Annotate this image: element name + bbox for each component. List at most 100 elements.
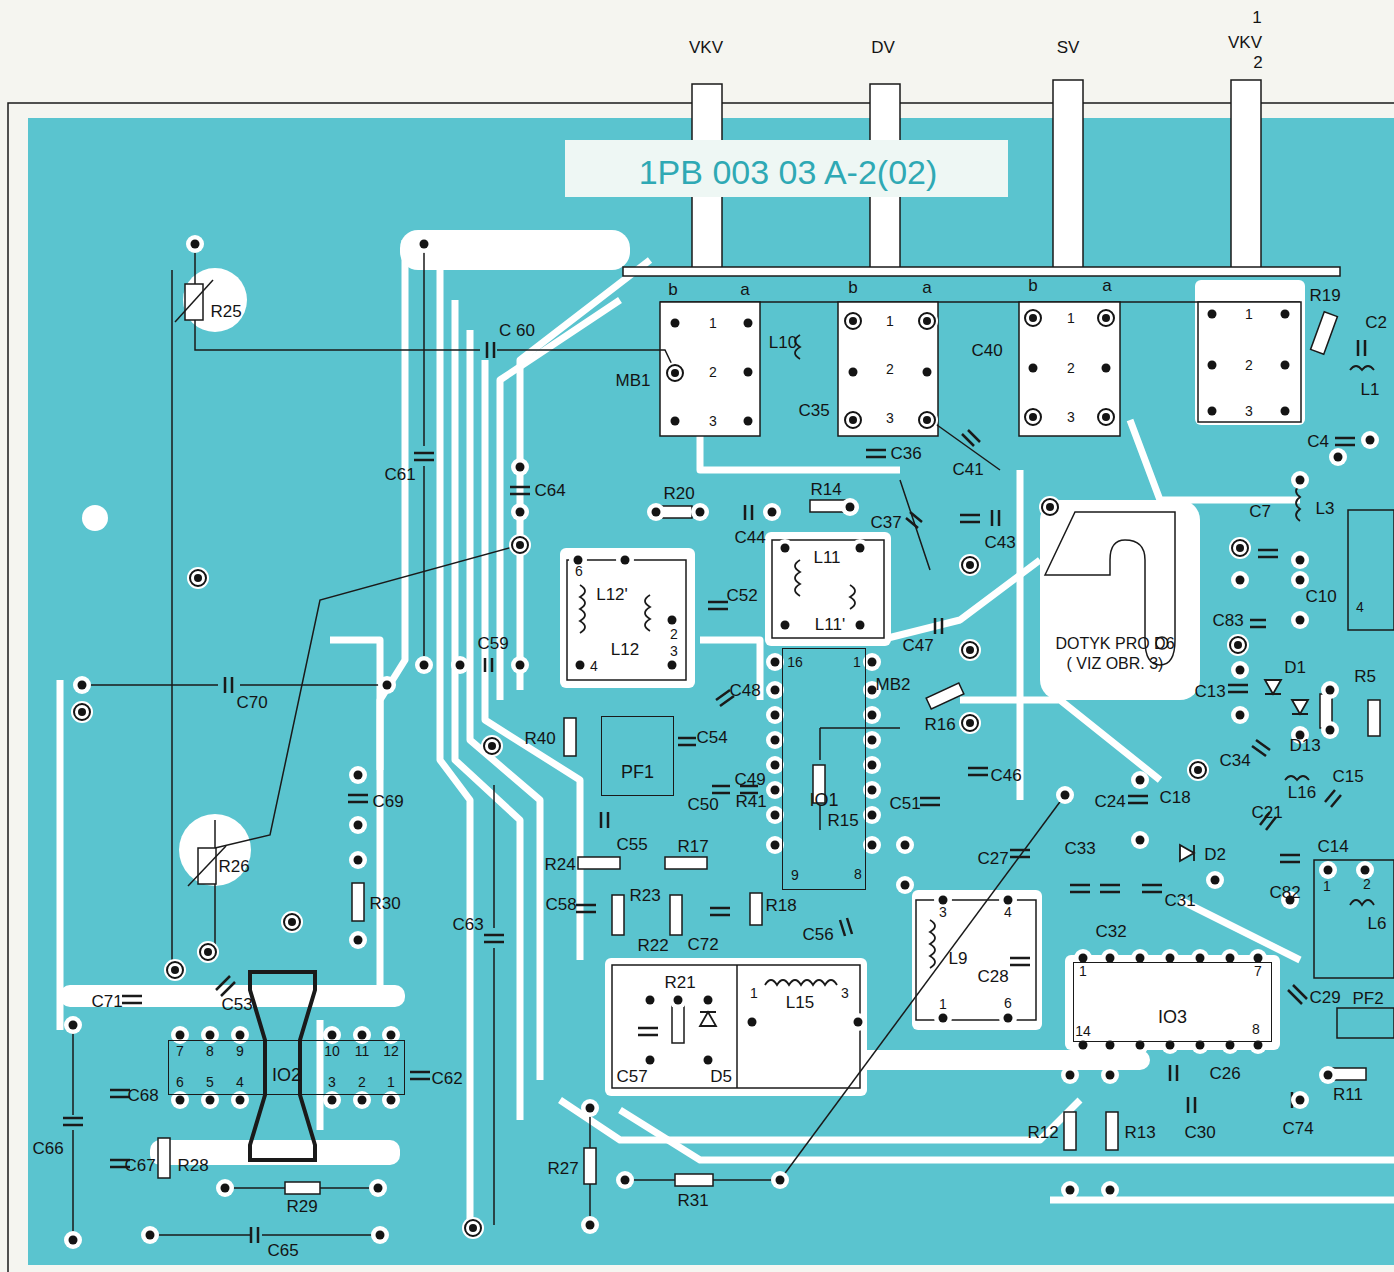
pin-number: 3 (886, 411, 894, 425)
part-label: C53 (221, 996, 252, 1013)
part-label: C72 (687, 936, 718, 953)
part-label: C29 (1309, 989, 1340, 1006)
part-label: C62 (431, 1070, 462, 1087)
part-label: SV (1057, 39, 1080, 56)
part-label: C2 (1365, 314, 1387, 331)
pin-number: 9 (236, 1044, 244, 1058)
component-name: IO1 (809, 789, 838, 812)
part-label: C46 (990, 767, 1021, 784)
component-name: IO2 (272, 1064, 301, 1087)
contact-letter: a (1102, 277, 1111, 294)
pin-number: 1 (1323, 879, 1331, 893)
part-label: C 60 (499, 322, 535, 339)
part-label: R20 (663, 485, 694, 502)
part-label: C57 (616, 1068, 647, 1085)
part-label: C47 (902, 637, 933, 654)
part-label: D2 (1204, 846, 1226, 863)
part-label: R25 (210, 303, 241, 320)
resistor-symbols (158, 280, 1380, 1194)
part-label: C61 (384, 466, 415, 483)
touch-pad-note: DOTYK PRO D6 ( VIZ OBR. 3) (1049, 612, 1181, 692)
part-label: R5 (1354, 668, 1376, 685)
part-label: C52 (726, 587, 757, 604)
part-label: C18 (1159, 789, 1190, 806)
part-label: VKV (1228, 34, 1262, 51)
part-label: R40 (524, 730, 555, 747)
component-box: PF1 (601, 716, 674, 796)
part-label: C4 (1307, 433, 1329, 450)
component-box: IO1 (782, 648, 866, 890)
pin-number: 6 (176, 1075, 184, 1089)
pin-number: 1 (939, 997, 947, 1011)
pin-number: 9 (791, 868, 799, 882)
part-label: R29 (286, 1198, 317, 1215)
pin-number: 3 (1245, 404, 1253, 418)
part-label: R12 (1027, 1124, 1058, 1141)
pin-number: 2 (358, 1075, 366, 1089)
part-label: L11 (813, 549, 840, 566)
part-label: C51 (889, 795, 920, 812)
copper-traces (60, 240, 1394, 1220)
part-label: R19 (1309, 287, 1340, 304)
part-label: L10 (769, 334, 797, 351)
pin-number: 1 (750, 986, 758, 1000)
pin-number: 3 (939, 905, 947, 919)
pin-number: 8 (1252, 1022, 1260, 1036)
contact-letter: b (1028, 277, 1037, 294)
part-label: C50 (687, 796, 718, 813)
capacitor-symbols (63, 340, 1365, 1243)
part-label: L12 (611, 641, 639, 658)
pin-number: 3 (670, 644, 678, 658)
part-label: R11 (1333, 1086, 1363, 1103)
part-label: MB2 (876, 676, 911, 693)
component-name: PF1 (621, 761, 654, 784)
pin-number: 11 (355, 1044, 370, 1058)
part-label: C35 (798, 402, 829, 419)
part-label: L16 (1288, 784, 1316, 801)
part-label: R31 (677, 1192, 708, 1209)
part-label: C63 (452, 916, 483, 933)
component-name: IO3 (1158, 1006, 1187, 1029)
part-label: C13 (1194, 683, 1225, 700)
part-label: VKV (689, 39, 723, 56)
part-label: L11' (815, 616, 845, 633)
part-label: C34 (1219, 752, 1250, 769)
pin-number: 1 (1079, 964, 1087, 978)
part-label: D13 (1289, 737, 1320, 754)
part-label: C21 (1251, 804, 1282, 821)
pin-number: 1 (853, 655, 861, 669)
pin-number: 2 (886, 362, 894, 376)
pin-number: 1 (1252, 9, 1261, 26)
part-number-plate: 1PB 003 03 A-2(02) (568, 140, 1008, 197)
part-label: C68 (127, 1087, 158, 1104)
board-ground (8, 103, 1394, 1272)
part-label: C58 (545, 896, 576, 913)
part-label: C44 (734, 529, 765, 546)
part-label: C28 (977, 968, 1008, 985)
pin-number: 1 (387, 1075, 395, 1089)
part-label: C82 (1269, 884, 1300, 901)
pin-number: 4 (236, 1075, 244, 1089)
pin-number: 10 (324, 1044, 340, 1058)
pin-number: 1 (1067, 311, 1075, 325)
part-label: C31 (1164, 892, 1195, 909)
part-label: R18 (765, 897, 796, 914)
part-label: C65 (267, 1242, 298, 1259)
pin-number: 4 (590, 659, 598, 673)
pin-number: 1 (1245, 307, 1253, 321)
part-label: C66 (32, 1140, 63, 1157)
part-label: C59 (477, 635, 508, 652)
part-label: L3 (1316, 500, 1335, 517)
part-label: C69 (372, 793, 403, 810)
part-label: R15 (827, 812, 858, 829)
pin-number: 4 (1004, 905, 1012, 919)
pin-number: 1 (709, 316, 717, 330)
pin-number: 1 (886, 314, 894, 328)
part-label: C48 (729, 682, 760, 699)
part-label: R41 (735, 793, 766, 810)
part-label: C15 (1332, 768, 1363, 785)
part-label: C24 (1094, 793, 1125, 810)
part-label: R30 (369, 895, 400, 912)
pin-number: 3 (709, 414, 717, 428)
